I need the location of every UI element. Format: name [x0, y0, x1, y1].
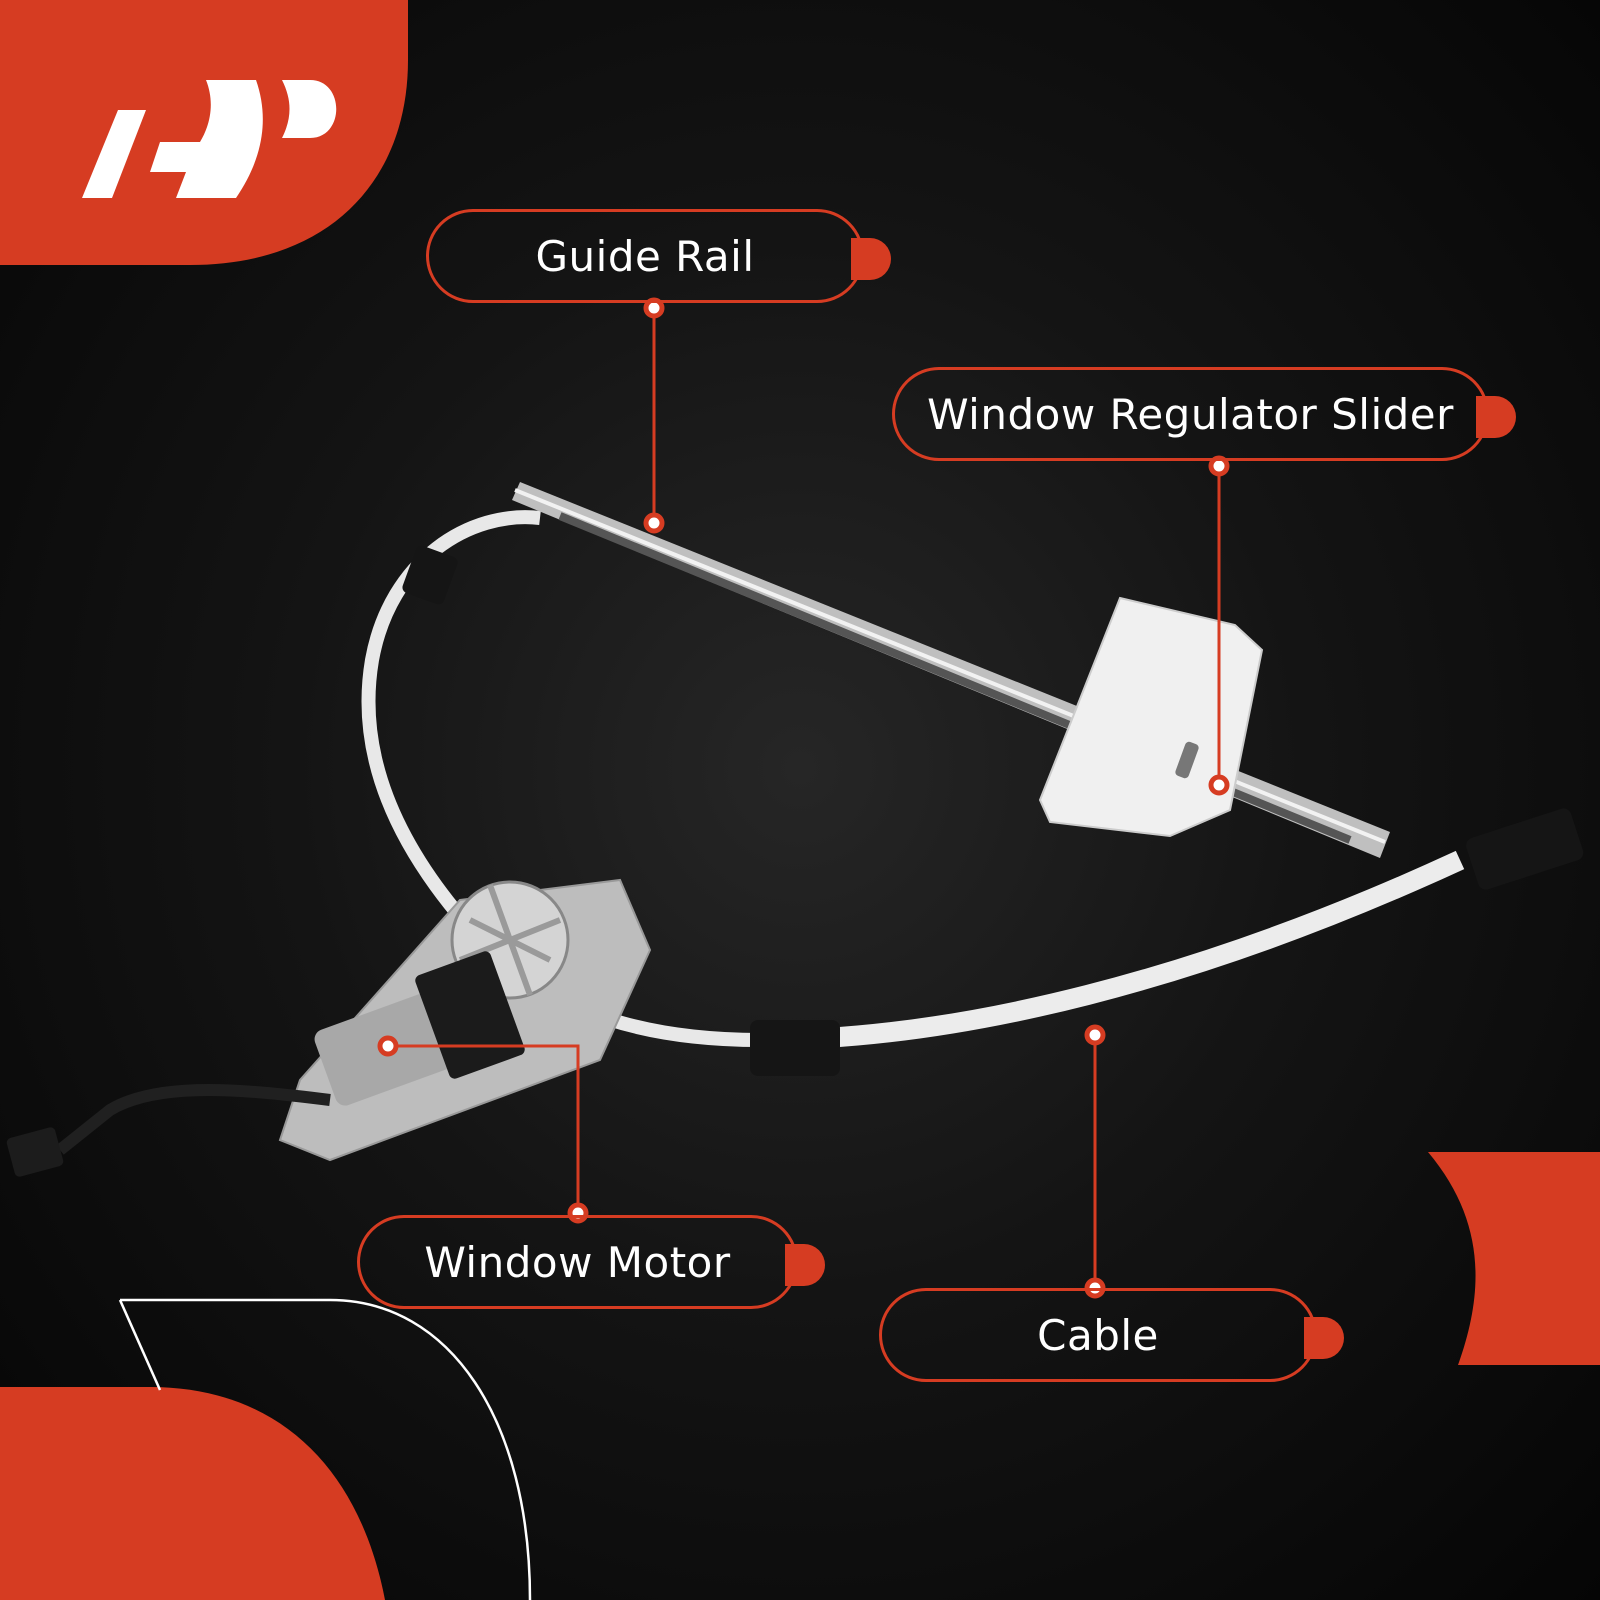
- corner-shape-right: [1428, 1152, 1600, 1365]
- callout-label: Guide Rail: [535, 231, 755, 281]
- callout-label: Window Regulator Slider: [927, 389, 1454, 439]
- callout-window-motor: Window Motor: [357, 1215, 825, 1309]
- callout-tab-icon: [851, 238, 891, 280]
- motor-wire: [56, 1084, 331, 1155]
- window-regulator-product: [6, 482, 1584, 1177]
- callout-window-regulator-slider: Window Regulator Slider: [892, 367, 1516, 461]
- brand-logo: [82, 80, 337, 198]
- callout-tab-icon: [1304, 1317, 1344, 1359]
- callout-leaders: [377, 297, 1230, 1299]
- callout-label: Window Motor: [424, 1237, 731, 1287]
- callout-tab-icon: [785, 1244, 825, 1286]
- corner-shape-bottom-left: [0, 1387, 385, 1600]
- decorative-arc: [120, 1298, 532, 1600]
- callout-label: Cable: [1037, 1310, 1159, 1360]
- cable-lower: [759, 850, 1465, 1050]
- callout-cable: Cable: [879, 1288, 1344, 1382]
- slider-bracket: [1038, 596, 1264, 838]
- decorative-arc-tail: [118, 1299, 162, 1391]
- corner-shape-top-left: [0, 0, 408, 265]
- callout-tab-icon: [1476, 396, 1516, 438]
- callout-guide-rail: Guide Rail: [426, 209, 891, 303]
